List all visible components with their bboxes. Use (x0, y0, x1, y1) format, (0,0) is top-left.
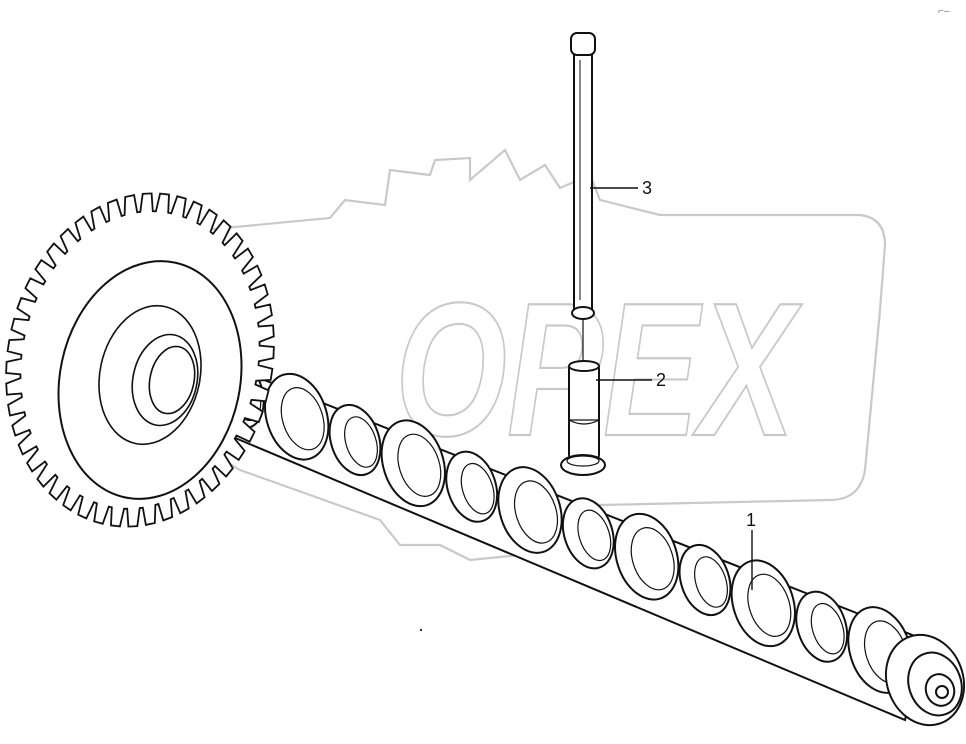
cam-lobe-face (397, 433, 442, 497)
callout-3-label: 3 (642, 178, 652, 198)
callout-2-label: 2 (656, 370, 666, 390)
callout-1: 1 (746, 510, 756, 590)
cam-lobe-face (747, 573, 792, 637)
cam-lobe-face (460, 462, 495, 515)
cam-lobe-face (280, 387, 325, 451)
cam-lobe-face (810, 602, 845, 655)
cam-lobe-face (630, 527, 675, 591)
callout-3: 3 (590, 178, 652, 198)
callout-2: 2 (596, 370, 666, 390)
pushrod (570, 32, 596, 320)
cam-lobe-face (577, 509, 612, 562)
camshaft (5, 192, 966, 727)
cam-lobe-face (694, 556, 728, 608)
stray-dot (419, 628, 423, 632)
cam-lobe-face (513, 480, 559, 544)
callout-1-label: 1 (746, 510, 756, 530)
cam-lobe-face (344, 416, 378, 468)
corner-mark: ⌐‒ (938, 6, 950, 17)
camshaft-end-flange (884, 633, 966, 727)
timing-gear (5, 192, 275, 528)
tappet (560, 320, 606, 476)
